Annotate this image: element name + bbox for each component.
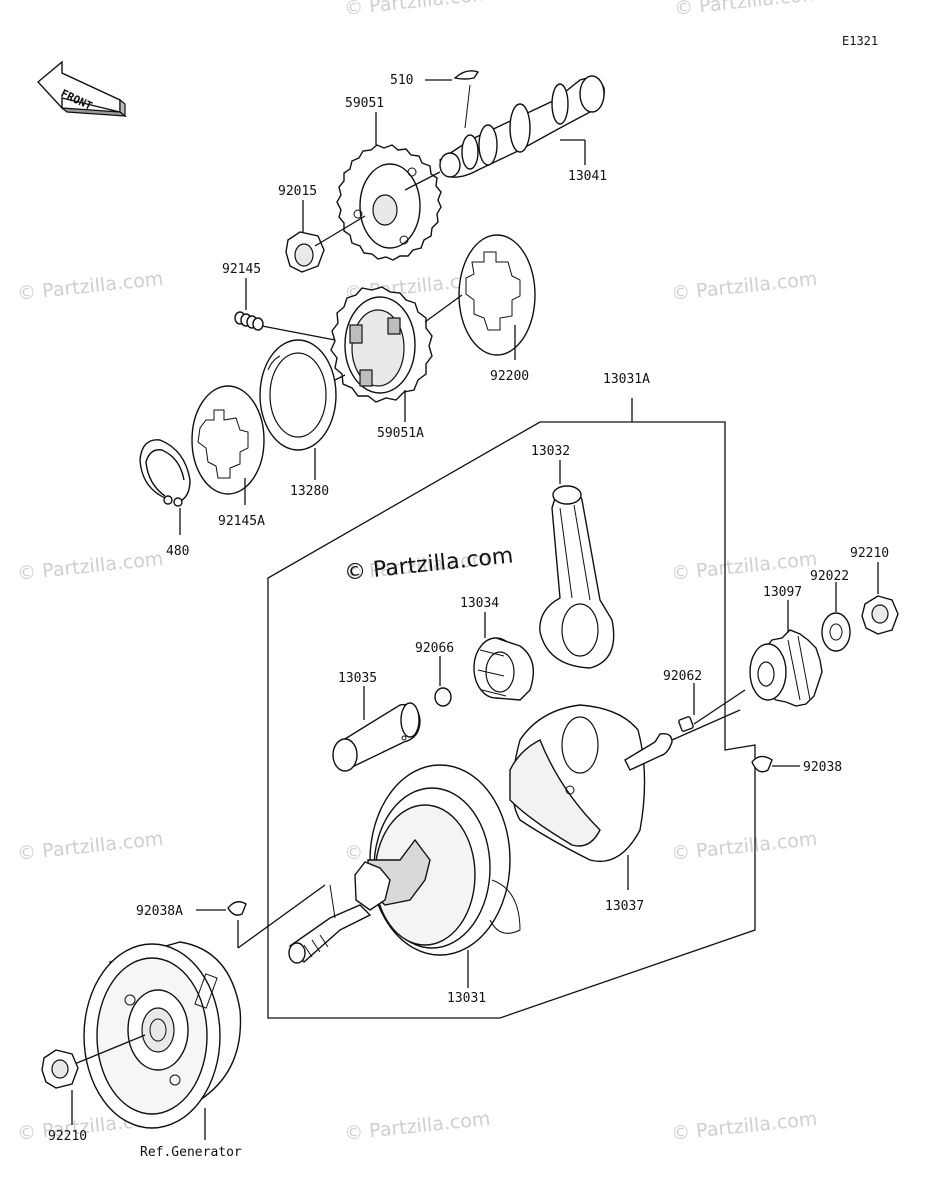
spring-92062 xyxy=(678,716,694,732)
washer-92022 xyxy=(821,612,851,652)
watermark: © Partzilla.com xyxy=(670,828,818,865)
callout-13032: 13032 xyxy=(531,444,570,459)
watermark-center: © Partzilla.com xyxy=(343,543,514,586)
diagram-code: E1321 xyxy=(842,34,878,48)
callout-480: 480 xyxy=(166,544,189,559)
watermark: © Partzilla.com xyxy=(670,1108,818,1145)
needle-bearing-13034 xyxy=(473,637,534,701)
callout-13037: 13037 xyxy=(605,899,644,914)
washer-13280 xyxy=(259,339,337,451)
callout-92145: 92145 xyxy=(222,262,261,277)
circlip-480 xyxy=(139,439,191,507)
crank-shaft-left-end xyxy=(288,884,372,964)
watermark: © Partzilla.com xyxy=(16,268,164,305)
callout-92200: 92200 xyxy=(490,369,529,384)
callout-13280: 13280 xyxy=(290,484,329,499)
callout-92062: 92062 xyxy=(663,669,702,684)
callout-92038A: 92038A xyxy=(136,904,183,919)
callout-13097: 13097 xyxy=(763,585,802,600)
crankshaft-assembly-outline xyxy=(267,421,756,1019)
ref-generator-label: Ref.Generator xyxy=(140,1145,242,1160)
watermark: © Partzilla.com xyxy=(670,548,818,585)
key-92038 xyxy=(751,755,773,773)
front-arrow-icon: FRONT xyxy=(36,60,127,118)
watermark: © Partzilla.com xyxy=(16,548,164,585)
callout-92066: 92066 xyxy=(415,641,454,656)
key-92038A xyxy=(227,901,247,916)
plate-92200 xyxy=(458,234,536,356)
gear-59051A xyxy=(330,286,433,403)
callout-13035: 13035 xyxy=(338,671,377,686)
watermark: © Partzilla.com xyxy=(343,1108,491,1145)
callout-92210-left: 92210 xyxy=(48,1129,87,1144)
callout-13034: 13034 xyxy=(460,596,499,611)
spring-92145 xyxy=(234,311,264,331)
watermark: © Partzilla.com xyxy=(673,0,821,20)
callout-59051A: 59051A xyxy=(377,426,424,441)
callout-13031A: 13031A xyxy=(603,372,650,387)
connecting-rod-13032 xyxy=(539,485,615,669)
watermark: © Partzilla.com xyxy=(343,0,491,20)
nut-92210-left xyxy=(41,1049,79,1089)
gear-13097 xyxy=(749,629,823,707)
callout-92015: 92015 xyxy=(278,184,317,199)
crank-web-13037 xyxy=(509,704,673,862)
generator-rotor xyxy=(83,941,242,1129)
callout-92145A: 92145A xyxy=(218,514,265,529)
callout-13041: 13041 xyxy=(568,169,607,184)
ball-92066 xyxy=(434,687,452,707)
gear-59051 xyxy=(336,144,442,261)
callout-13031: 13031 xyxy=(447,991,486,1006)
callout-92210-right: 92210 xyxy=(850,546,889,561)
nut-92210-right xyxy=(861,595,899,635)
watermark: © Partzilla.com xyxy=(670,268,818,305)
callout-59051: 59051 xyxy=(345,96,384,111)
callout-92038: 92038 xyxy=(803,760,842,775)
crank-web-13031 xyxy=(354,764,521,956)
balancer-shaft-13041 xyxy=(439,75,605,178)
callout-510: 510 xyxy=(390,73,413,88)
callout-92022: 92022 xyxy=(810,569,849,584)
key-510 xyxy=(453,70,480,80)
plate-92145A xyxy=(191,385,265,495)
crank-pin-13035 xyxy=(332,702,421,772)
watermark: © Partzilla.com xyxy=(16,828,164,865)
nut-92015 xyxy=(285,231,325,273)
